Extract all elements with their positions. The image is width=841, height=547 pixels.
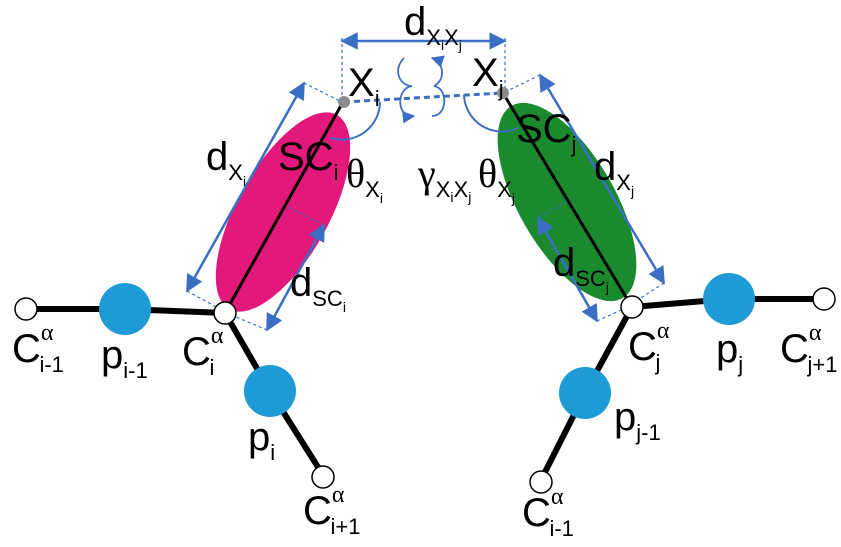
- gamma-rotation-left: [399, 85, 416, 124]
- ext-d-sci-top: [287, 206, 325, 226]
- label-p-i-minus-1: pi-1: [101, 333, 148, 383]
- label-sc-i: SCi: [278, 135, 338, 185]
- theta-xj-arc: [463, 94, 519, 133]
- label-d-scj: dSCj: [553, 241, 609, 295]
- ext-d-sci-bottom: [228, 313, 268, 331]
- label-theta-xj: θXj: [478, 151, 515, 206]
- arrow-d-scj: [536, 216, 599, 323]
- ca-j-atom: [620, 295, 644, 319]
- arrow-d-xj: [538, 73, 666, 285]
- p-j-minus-1-atom: [559, 367, 611, 419]
- label-theta-xi: θXi: [346, 151, 383, 206]
- label-p-j: pj: [716, 327, 743, 377]
- label-d-xixj: dXiXj: [404, 0, 462, 53]
- gamma-rotation-right: [431, 85, 446, 117]
- ext-d-xi-top: [303, 82, 341, 102]
- gamma-rotation-left-top: [397, 57, 413, 87]
- label-d-xi: dXi: [206, 135, 246, 189]
- label-d-sci: dSCi: [290, 261, 346, 315]
- ca-j-plus-1-atom: [812, 287, 836, 311]
- ext-d-xj-top: [504, 74, 541, 93]
- label-x-i: Xi: [348, 61, 380, 111]
- arrow-d-xi: [185, 81, 306, 293]
- label-p-j-minus-1: pj-1: [614, 395, 661, 445]
- ca-j-minus-1-atom: [529, 470, 553, 494]
- label-sc-j: SCj: [516, 107, 576, 157]
- x-j-dot: [497, 87, 509, 99]
- arrow-d-sci: [265, 223, 326, 332]
- label-x-j: Xj: [472, 51, 504, 101]
- ext-d-xi-bottom: [186, 290, 223, 311]
- ca-i-atom: [213, 301, 237, 325]
- theta-xi-arc: [330, 101, 381, 141]
- p-i-minus-1-atom: [99, 283, 151, 335]
- label-gamma: γXiXj: [417, 151, 471, 205]
- ext-d-scj-top: [537, 199, 571, 219]
- ca-i-plus-1-atom: [311, 465, 335, 489]
- label-d-xj: dXj: [594, 145, 634, 199]
- xi-xj-connection: [343, 91, 503, 104]
- p-j-atom: [703, 273, 755, 325]
- label-p-i: pi: [248, 415, 275, 465]
- x-i-dot: [338, 96, 350, 108]
- gamma-rotation-right-top: [430, 55, 445, 87]
- ca-i-minus-1-atom: [14, 297, 38, 321]
- p-i-atom: [244, 365, 296, 417]
